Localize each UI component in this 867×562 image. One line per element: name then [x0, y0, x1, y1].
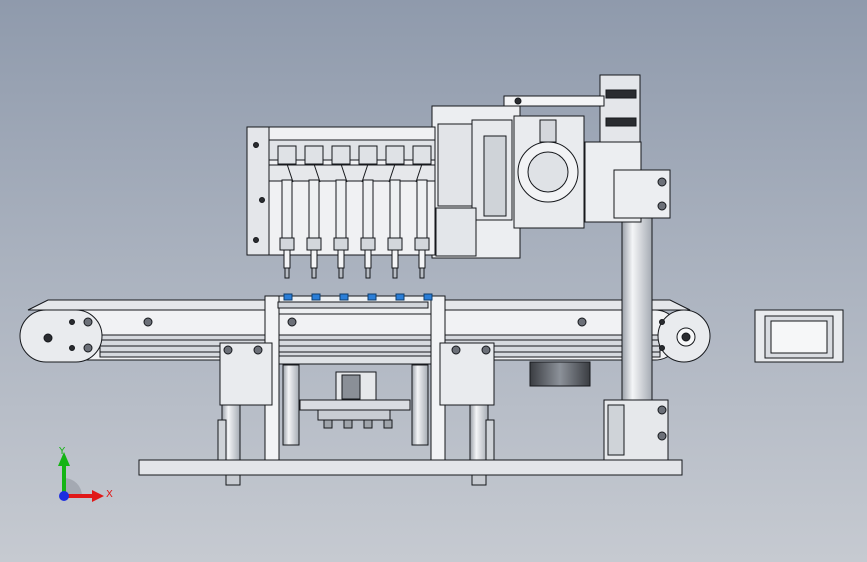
control-pendant — [754, 309, 844, 363]
triad-z-dot — [59, 491, 69, 501]
column-head — [503, 74, 671, 223]
coordinate-triad: Y X — [58, 446, 113, 502]
support-legs — [217, 364, 495, 461]
lift-cylinder — [299, 371, 411, 429]
vertical-column — [603, 214, 669, 461]
blue-fittings — [283, 293, 433, 301]
nozzle — [358, 145, 378, 279]
horizontal-slide — [431, 105, 585, 259]
nozzle — [331, 145, 351, 279]
triad-x-label: X — [106, 489, 113, 500]
station-frame — [219, 295, 495, 461]
nozzle — [304, 145, 324, 279]
base-plate — [138, 459, 683, 486]
triad-x-arrow — [92, 490, 104, 502]
nozzle — [412, 145, 432, 279]
nozzle — [277, 145, 297, 279]
triad-y-arrow — [58, 452, 70, 466]
nozzle-array — [277, 145, 432, 279]
nozzle — [385, 145, 405, 279]
triad-y-label: Y — [58, 446, 66, 457]
